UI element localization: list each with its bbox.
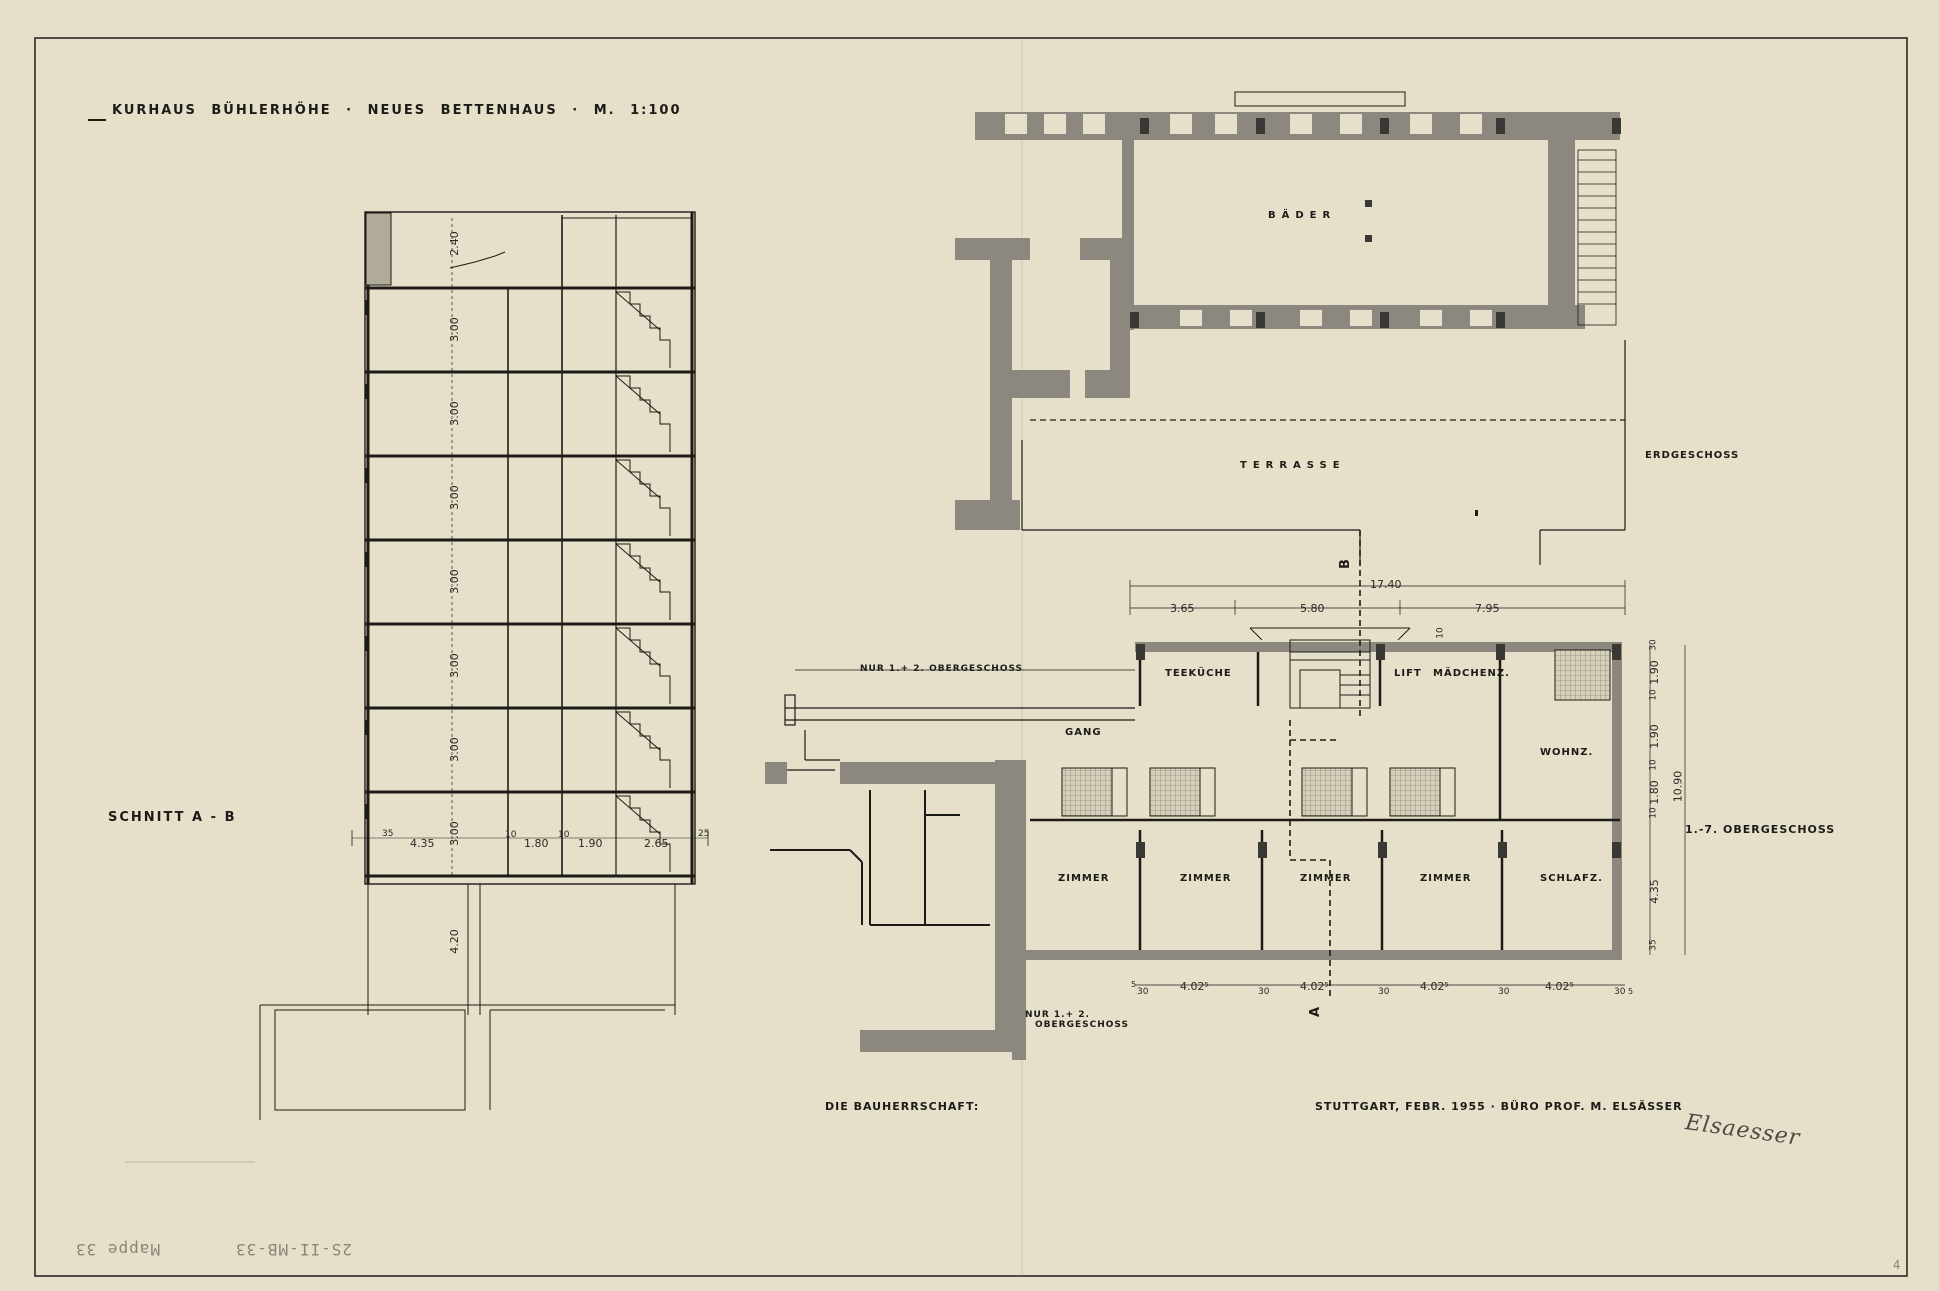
upper-floor-plan	[765, 530, 1686, 1060]
section-bottom-dim: 10	[505, 830, 517, 840]
section-bottom-dim: 4.35	[410, 837, 435, 850]
section-bottom-dim: 2.65	[644, 837, 669, 850]
right-dim: 1.90	[1647, 724, 1661, 749]
dim-top: 7.95	[1475, 602, 1500, 615]
archive-mark-2: 2S-II-MB-33	[235, 1240, 352, 1259]
drawing-title: KURHAUS BÜHLERHÖHE · NEUES BETTENHAUS · …	[112, 103, 682, 118]
room-label-zimmer: ZIMMER	[1300, 873, 1352, 884]
room-label-gang: GANG	[1065, 727, 1102, 738]
dim-small: 10	[1435, 627, 1446, 639]
right-dim: 10	[1648, 807, 1659, 819]
room-label-schlafz: SCHLAFZ.	[1540, 873, 1603, 884]
archive-mark-1: Mappe 33	[75, 1240, 161, 1259]
room-label-lift: LIFT	[1394, 668, 1422, 679]
section-dim: 3.00	[447, 737, 461, 762]
ground-floor-plan	[955, 91, 1626, 565]
bottom-dim: 30	[1498, 987, 1510, 997]
right-dim: 10	[1648, 689, 1659, 701]
note-bottom-2: OBERGESCHOSS	[1035, 1020, 1129, 1030]
section-dim: 3.00	[447, 653, 461, 678]
sheet-number: 4	[1893, 1258, 1902, 1272]
frame-border	[34, 37, 1908, 1277]
ground-floor-label: ERDGESCHOSS	[1645, 450, 1740, 461]
room-label-maedchenz: MÄDCHENZ.	[1433, 668, 1510, 679]
bottom-dim: 4.02⁵	[1545, 980, 1574, 993]
client-label: DIE BAUHERRSCHAFT:	[825, 1100, 980, 1113]
section-bottom-dim: 10	[558, 830, 570, 840]
note-bottom-1: NUR 1.+ 2.	[1025, 1010, 1090, 1020]
office-label: STUTTGART, FEBR. 1955 · BÜRO PROF. M. EL…	[1315, 1100, 1683, 1113]
right-dim: 30	[1648, 639, 1659, 651]
terrace-label: TERRASSE	[1240, 460, 1346, 471]
bottom-dim: 5	[1628, 987, 1634, 996]
right-dim: 1.80	[1647, 780, 1661, 805]
bottom-dim: 4.02⁵	[1300, 980, 1329, 993]
bottom-dim: 5	[1131, 980, 1137, 989]
section-dim: 3.00	[447, 317, 461, 342]
room-label-zimmer: ZIMMER	[1420, 873, 1472, 884]
bottom-dim: 4.02⁵	[1420, 980, 1449, 993]
dim-total: 17.40	[1370, 578, 1402, 591]
room-label-zimmer: ZIMMER	[1058, 873, 1110, 884]
section-dim: 3.00	[447, 485, 461, 510]
bottom-dim: 4.02⁵	[1180, 980, 1209, 993]
room-label-teekueche: TEEKÜCHE	[1165, 668, 1232, 679]
section-dim: 2.40	[447, 231, 461, 256]
right-dim: 1.90	[1647, 660, 1661, 685]
section-bottom-dim: 1.80	[524, 837, 549, 850]
section-bottom-dim: 35	[382, 829, 394, 839]
right-dim-total: 10.90	[1671, 770, 1685, 803]
bottom-dim: 30	[1137, 987, 1149, 997]
dim-top: 5.80	[1300, 602, 1325, 615]
right-dim: 35	[1648, 939, 1659, 951]
bottom-dim: 30	[1378, 987, 1390, 997]
upper-floor-label: 1.-7. OBERGESCHOSS	[1685, 823, 1836, 836]
section-marker-a: A	[1308, 1005, 1324, 1018]
room-label-wohnz: WOHNZ.	[1540, 747, 1594, 758]
section-dim: 3.00	[447, 821, 461, 846]
section-dim: 4.20	[447, 929, 461, 954]
room-label-baeder: BÄDER	[1268, 210, 1337, 221]
section-bottom-dim: 1.90	[578, 837, 603, 850]
right-dim: 4.35	[1647, 879, 1661, 904]
room-label-zimmer: ZIMMER	[1180, 873, 1232, 884]
note-top: NUR 1.+ 2. OBERGESCHOSS	[860, 664, 1024, 674]
section-dim: 3.00	[447, 401, 461, 426]
bottom-dim: 30	[1614, 987, 1626, 997]
section-bottom-dim: 25	[698, 829, 710, 839]
section-marker-b: B	[1337, 558, 1353, 569]
dim-top: 3.65	[1170, 602, 1195, 615]
bottom-dim: 30	[1258, 987, 1270, 997]
section-label: SCHNITT A - B	[108, 810, 237, 825]
section-a-b-drawing	[125, 211, 709, 1163]
section-dim: 3.00	[447, 569, 461, 594]
right-dim: 10	[1648, 759, 1659, 771]
